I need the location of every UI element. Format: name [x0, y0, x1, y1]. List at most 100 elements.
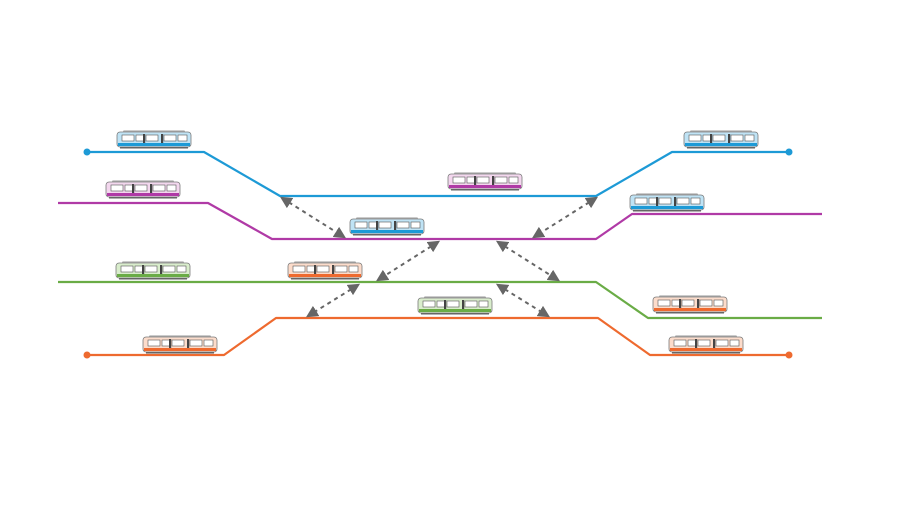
train-window	[396, 221, 410, 229]
train-underframe	[687, 147, 755, 149]
train-door	[332, 265, 335, 276]
line-blue-terminal-start	[83, 148, 91, 156]
train-window	[171, 339, 185, 347]
train-stripe	[654, 308, 726, 311]
train-window	[292, 265, 306, 273]
train-window	[162, 265, 176, 273]
train-underframe	[353, 234, 421, 236]
train-window	[176, 265, 187, 273]
train-window	[163, 134, 177, 142]
train-window	[648, 197, 658, 205]
train-window	[144, 265, 158, 273]
train-underframe	[146, 352, 214, 354]
train-underframe	[633, 210, 701, 212]
train-door	[474, 176, 477, 187]
train-window	[715, 339, 729, 347]
train-window	[166, 184, 177, 192]
train-window	[120, 265, 134, 273]
line-orange	[83, 316, 793, 359]
line-orange-track	[87, 316, 789, 357]
train-door	[132, 184, 135, 195]
train-window	[152, 184, 166, 192]
train-stripe	[419, 309, 491, 312]
line-blue-terminal-end	[785, 148, 793, 156]
train-window	[658, 197, 672, 205]
train-window	[306, 265, 316, 273]
transfer-arrow-blue-to-purple-left	[279, 196, 347, 239]
train-window	[729, 339, 740, 347]
train-stripe	[107, 193, 179, 196]
train-window	[702, 134, 712, 142]
train-window	[354, 221, 368, 229]
train-window	[203, 339, 214, 347]
line-green	[58, 280, 822, 320]
transfer-arrow-purple-to-green-left	[375, 240, 441, 282]
train-door	[728, 134, 731, 145]
train-window	[494, 176, 508, 184]
train-icon	[287, 261, 363, 280]
train-icon	[652, 295, 728, 314]
train-icon	[417, 296, 493, 315]
train-icon	[629, 193, 705, 212]
train-window	[676, 197, 690, 205]
train-underframe	[109, 197, 177, 199]
train-stripe	[351, 230, 423, 233]
train-window	[368, 221, 378, 229]
train-underframe	[120, 147, 188, 149]
train-icon	[668, 335, 744, 354]
train-icon	[349, 217, 425, 236]
train-window	[452, 176, 466, 184]
line-blue-track	[87, 150, 789, 198]
train-window	[134, 184, 148, 192]
train-icon	[683, 130, 759, 149]
line-orange-terminal-end	[785, 351, 793, 359]
train-window	[671, 299, 681, 307]
train-door	[697, 299, 700, 310]
train-door	[150, 184, 153, 195]
train-window	[690, 197, 701, 205]
train-window	[673, 339, 687, 347]
train-stripe	[685, 143, 757, 146]
train-roof	[123, 130, 185, 133]
transfer-arrow-purple-to-green-right	[495, 240, 561, 282]
train-door	[462, 300, 465, 311]
train-door	[713, 339, 716, 350]
train-door	[394, 221, 397, 232]
train-stripe	[449, 185, 521, 188]
train-window	[189, 339, 203, 347]
train-stripe	[670, 348, 742, 351]
train-window	[713, 299, 724, 307]
train-icon	[447, 172, 523, 191]
train-window	[697, 339, 711, 347]
train-window	[687, 339, 697, 347]
train-window	[410, 221, 421, 229]
train-roof	[122, 261, 184, 264]
train-door	[187, 339, 190, 350]
train-underframe	[291, 278, 359, 280]
train-roof	[294, 261, 356, 264]
train-window	[124, 184, 134, 192]
train-door	[314, 265, 317, 276]
train-door	[143, 134, 146, 145]
train-door	[160, 265, 163, 276]
train-window	[135, 134, 145, 142]
train-stripe	[289, 274, 361, 277]
train-window	[145, 134, 159, 142]
line-purple	[58, 201, 822, 241]
train-roof	[690, 130, 752, 133]
train-stripe	[118, 143, 190, 146]
train-window	[508, 176, 519, 184]
train-window	[657, 299, 671, 307]
train-underframe	[421, 313, 489, 315]
train-window	[378, 221, 392, 229]
line-green-track	[58, 280, 822, 320]
train-window	[712, 134, 726, 142]
train-window	[121, 134, 135, 142]
train-stripe	[144, 348, 216, 351]
train-window	[466, 176, 476, 184]
transfer-arrow-green-to-orange-left	[305, 283, 361, 318]
train-roof	[636, 193, 698, 196]
train-roof	[424, 296, 486, 299]
